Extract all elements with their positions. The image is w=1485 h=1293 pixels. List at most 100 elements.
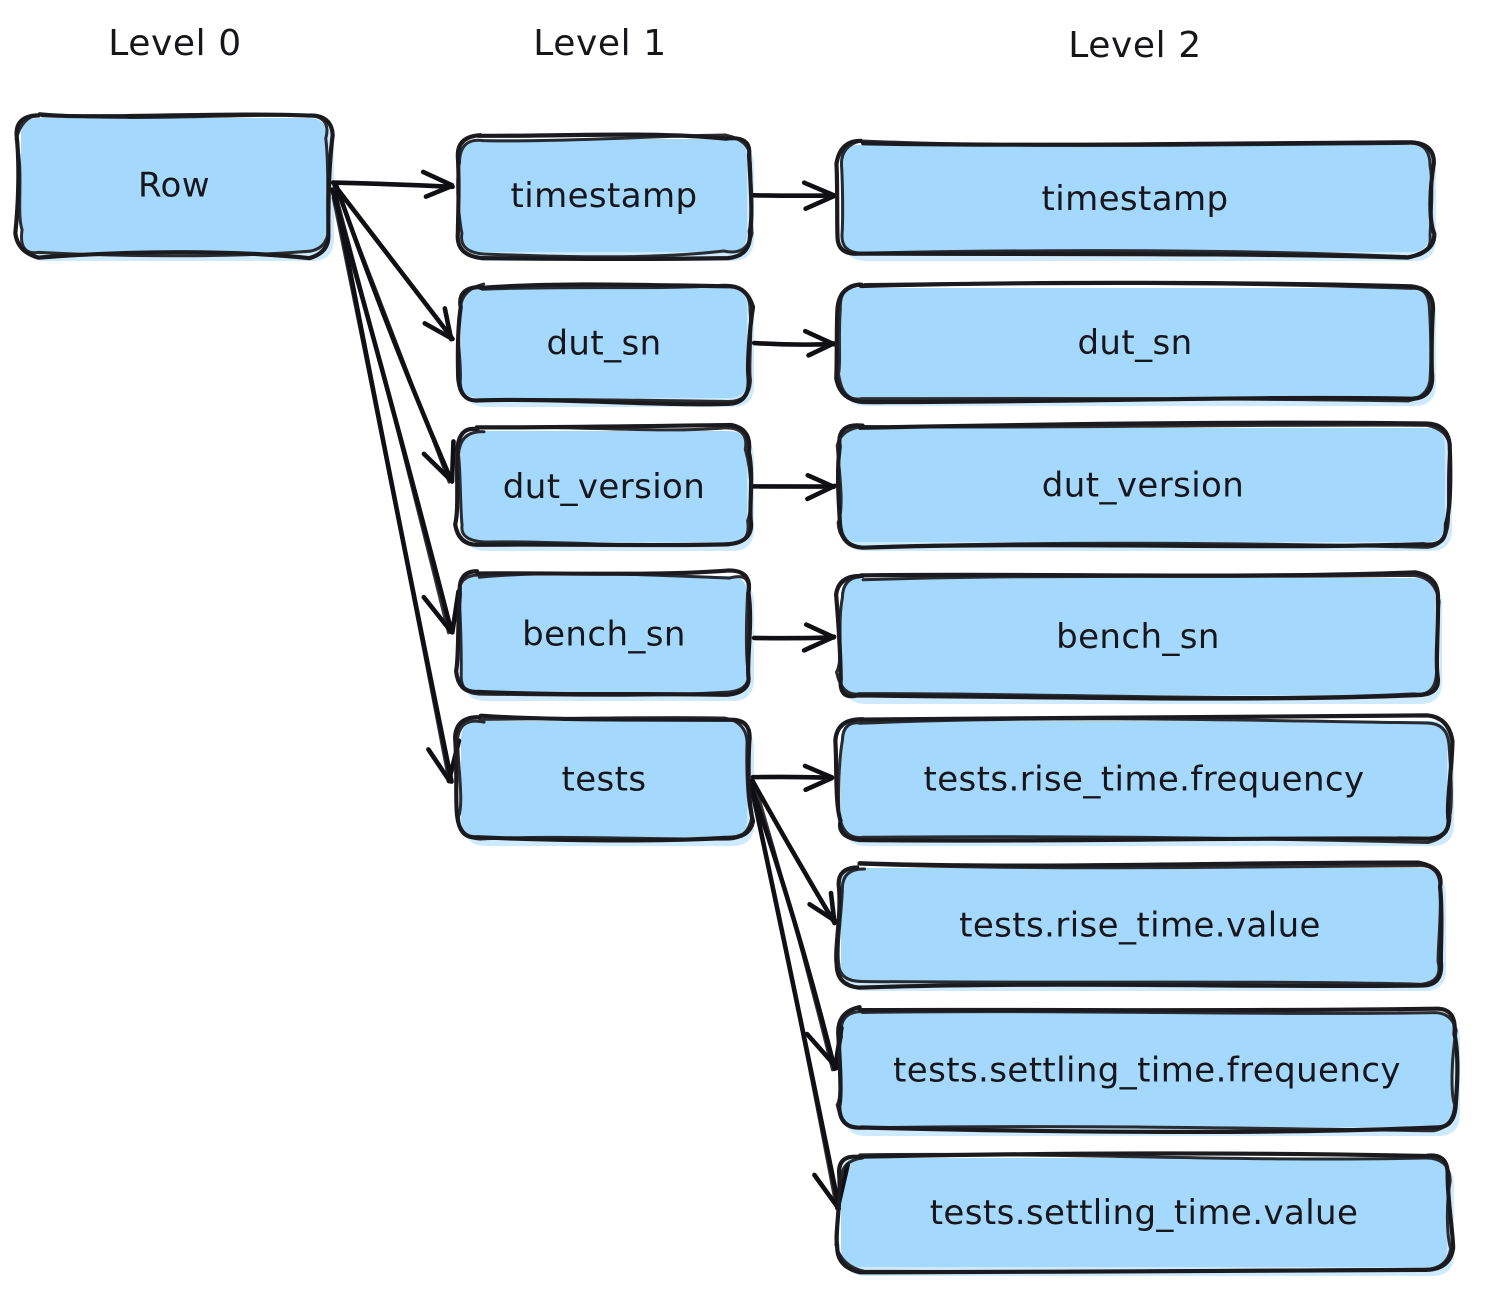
edge-row-to-l1_dut_sn (332, 183, 455, 342)
arrow-head-icon (807, 890, 838, 926)
node-stroke-layer (13, 112, 1460, 1275)
node-outline-second-pass-l2_settle_val (834, 1152, 1453, 1274)
edge-l1_tests-to-l2_rise_freq (750, 763, 835, 793)
edge-l1_tests-to-l2_settle_freq (747, 778, 844, 1072)
node-fill-l2_settle_freq (841, 1013, 1453, 1127)
edge-line-second-pass (750, 786, 839, 1211)
arrow-head-icon (421, 439, 456, 484)
arrow-head-icon (805, 472, 838, 502)
node-label-l1_dut_version: dut_version (503, 467, 705, 507)
node-l2_dut_sn[interactable] (838, 285, 1432, 400)
edge-line (751, 340, 837, 347)
edge-row-to-l1_tests (331, 189, 462, 784)
node-label-l1_timestamp: timestamp (511, 176, 698, 216)
edge-layer (330, 169, 850, 1211)
node-label-l1_dut_sn: dut_sn (546, 324, 661, 364)
arrow-head-icon (422, 306, 455, 342)
label-layer: Row timestamp dut_sn dut_version bench_sntes… (18, 115, 1456, 1270)
node-outline-second-pass-l1_tests (456, 716, 754, 841)
node-label-l2_rise_val: tests.rise_time.value (959, 906, 1321, 946)
node-row[interactable] (18, 115, 330, 255)
node-l1_timestamp[interactable] (458, 136, 750, 255)
node-outline-second-pass-l2_dut_version (835, 423, 1452, 549)
node-fill-l2_dut_version (841, 428, 1445, 542)
node-fill-l2_timestamp (841, 145, 1429, 252)
node-label-l1_tests: tests (561, 760, 646, 800)
node-outline-l1_bench_sn (453, 568, 753, 697)
arrow-head-icon (802, 328, 837, 358)
edge-line (332, 183, 454, 340)
node-fill-l2_rise_freq (841, 721, 1447, 837)
edge-l1_tests-to-l2_settle_val (748, 783, 850, 1211)
edge-row-to-l1_bench_sn (330, 187, 461, 635)
node-l2_rise_val[interactable] (838, 865, 1442, 985)
node-outline-second-pass-l1_dut_sn (456, 282, 753, 403)
edge-line (750, 778, 836, 924)
arrow-head-icon (801, 622, 837, 653)
arrow-head-icon (420, 169, 455, 199)
node-fill-l1_bench_sn (461, 576, 747, 692)
edge-line-second-pass (334, 192, 451, 635)
edge-l1_dut_version-to-l2_dut_version (751, 472, 838, 502)
node-l1_dut_sn[interactable] (458, 285, 750, 401)
edge-line-second-pass (753, 781, 834, 1072)
node-label-l2_rise_freq: tests.rise_time.frequency (923, 760, 1364, 800)
edge-row-to-l1_timestamp (330, 169, 455, 199)
node-label-l2_dut_version: dut_version (1042, 466, 1244, 506)
node-l2_bench_sn[interactable] (838, 575, 1438, 698)
arrow-head-icon (802, 763, 835, 793)
edge-l1_tests-to-l2_rise_val (750, 778, 838, 926)
edge-line (751, 635, 836, 641)
arrow-head-icon (421, 589, 461, 635)
node-outline-second-pass-l1_bench_sn (457, 571, 751, 697)
node-fill-l2_bench_sn (841, 578, 1435, 695)
node-label-l2_dut_sn: dut_sn (1077, 323, 1192, 363)
edge-line (330, 180, 455, 190)
node-l2_dut_version[interactable] (838, 425, 1448, 545)
node-fill-l1_tests (461, 721, 747, 837)
node-fill-l1_dut_sn (461, 288, 747, 398)
node-fill-l2_settle_val (841, 1158, 1447, 1267)
edge-l1_bench_sn-to-l2_bench_sn (751, 622, 837, 653)
column-header-level2: Level 2 (1068, 25, 1202, 66)
node-l2_settle_freq[interactable] (838, 1010, 1456, 1130)
edge-line (750, 774, 834, 781)
node-label-l2_settle_freq: tests.settling_time.frequency (893, 1051, 1401, 1091)
node-label-row: Row (138, 166, 210, 206)
node-fill-l2_dut_sn (841, 288, 1429, 397)
edge-line (332, 189, 454, 784)
edge-row-to-l1_dut_version (333, 183, 456, 484)
column-header-layer: Level 0 Level 1 Level 2 (108, 23, 1202, 66)
node-outline-second-pass-l1_timestamp (456, 133, 754, 259)
node-outline-second-pass-l2_rise_val (836, 862, 1442, 986)
node-fill-l1_dut_version (461, 431, 747, 542)
node-l2_settle_val[interactable] (838, 1155, 1450, 1270)
node-l2_rise_freq[interactable] (838, 718, 1450, 840)
node-fill-l1_timestamp (461, 139, 747, 252)
node-outline-second-pass-l2_rise_freq (837, 717, 1453, 844)
node-label-l1_bench_sn: bench_sn (522, 615, 686, 655)
arrow-head-icon (801, 180, 838, 211)
node-outline-second-pass-l2_timestamp (839, 139, 1434, 259)
node-outline-second-pass-l2_dut_sn (837, 281, 1433, 403)
edge-line-second-pass (335, 188, 451, 484)
column-header-level1: Level 1 (533, 23, 667, 64)
node-outline-second-pass-row (14, 112, 331, 258)
node-label-l2_settle_val: tests.settling_time.value (930, 1193, 1359, 1233)
node-outline-second-pass-l2_settle_freq (835, 1009, 1458, 1133)
node-fill-row (21, 118, 327, 252)
node-l1_tests[interactable] (458, 718, 750, 840)
node-l2_timestamp[interactable] (838, 142, 1432, 255)
node-l1_dut_version[interactable] (458, 428, 750, 545)
node-fill-l2_rise_val (841, 868, 1439, 982)
node-l1_bench_sn[interactable] (458, 573, 750, 695)
edge-l1_dut_sn-to-l2_dut_sn (751, 328, 837, 358)
edge-line-second-pass (331, 196, 451, 784)
edge-l1_timestamp-to-l2_timestamp (751, 180, 838, 211)
node-label-l2_timestamp: timestamp (1042, 179, 1229, 219)
node-outline-l2_rise_val (834, 860, 1444, 990)
node-fill-layer (21, 118, 1453, 1267)
column-header-level0: Level 0 (108, 23, 242, 64)
